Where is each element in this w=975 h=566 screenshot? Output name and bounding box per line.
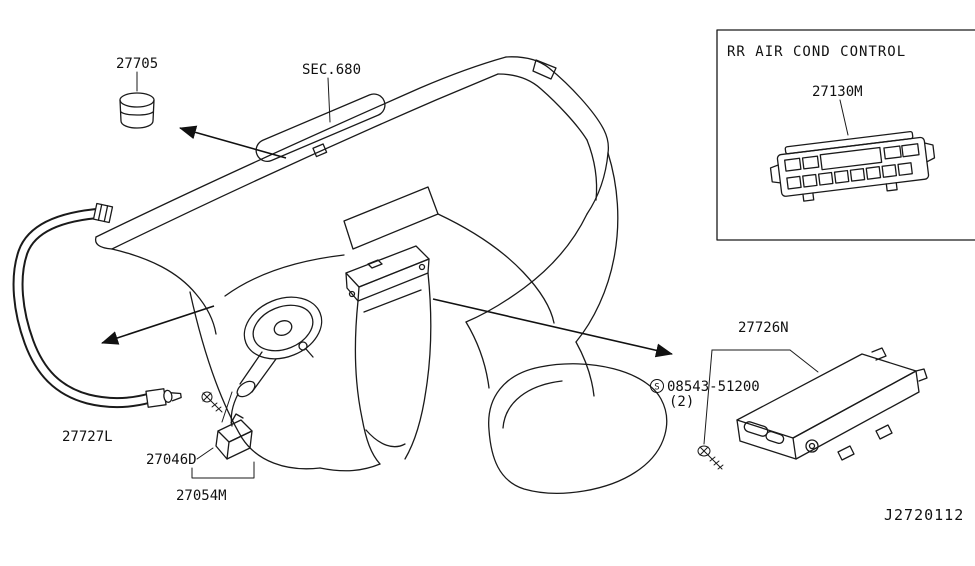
- label-27054M: 27054M: [176, 488, 227, 504]
- amplifier-27726N-drawing: [736, 347, 928, 461]
- leader-27046D: [196, 447, 214, 460]
- label-27726N: 27726N: [738, 320, 789, 336]
- label-27130M: 27130M: [812, 84, 863, 100]
- mount-tab-top: [871, 347, 887, 361]
- label-screw-part: 08543-51200: [667, 379, 760, 395]
- dash-top-inner-edge: [111, 73, 499, 250]
- pillar-clip: [532, 59, 557, 80]
- seat: [488, 363, 668, 494]
- sensor-mount-hole: [312, 143, 328, 158]
- screw-27046-drawing: [201, 391, 223, 413]
- screw-symbol-circle: [650, 379, 664, 393]
- defroster-vent: [255, 93, 386, 163]
- label-27727L: 27727L: [62, 429, 113, 445]
- a-pillar-outer: [505, 56, 610, 154]
- console-unit: [345, 245, 430, 302]
- dashboard-drawing: [94, 56, 668, 494]
- hose-27727L-drawing: [12, 202, 182, 409]
- bracket-27054M: [191, 461, 255, 479]
- screw-callout: S 08543-51200 (2): [650, 379, 760, 410]
- label-27705: 27705: [116, 56, 158, 72]
- arrow-to-27705: [179, 125, 287, 159]
- sensor-27046D-drawing: [215, 413, 253, 460]
- label-sec680: SEC.680: [302, 62, 361, 78]
- dash-left-end: [94, 236, 113, 250]
- location-arrows: [101, 125, 673, 358]
- hose-end-fitting-right: [145, 388, 182, 408]
- leader-27130M: [839, 99, 849, 136]
- steering-column: [239, 351, 263, 385]
- label-27046D: 27046D: [146, 452, 197, 468]
- screw-08543-drawing: [697, 445, 724, 470]
- diagram-id: J2720112: [884, 506, 964, 524]
- a-pillar-base: [586, 152, 609, 215]
- inset-title: RR AIR COND CONTROL: [727, 44, 906, 60]
- arrow-to-27727L: [101, 305, 215, 345]
- display-window: [819, 146, 883, 171]
- screw-symbol: S: [654, 383, 659, 393]
- dash-top-edge: [95, 56, 507, 238]
- rr-air-cond-inset-box: [716, 29, 975, 241]
- locator-line: [221, 391, 233, 423]
- hose-end-fitting-top: [92, 202, 114, 224]
- sensor-clip: [230, 413, 244, 424]
- control-unit-27130M-drawing: [769, 130, 936, 202]
- label-screw-qty: (2): [669, 394, 694, 410]
- leader-sec680: [327, 77, 331, 123]
- leader-lines: [136, 71, 849, 479]
- steering-wheel: [243, 296, 323, 360]
- center-stack: [343, 186, 439, 250]
- ignition-detail: [298, 341, 308, 351]
- mount-tab-right: [915, 368, 928, 382]
- cluster-hood: [224, 254, 345, 297]
- arrow-to-27726N: [432, 298, 673, 358]
- a-pillar-inner: [497, 73, 588, 141]
- part-27705-drawing: [119, 92, 155, 129]
- connector-slot-2: [765, 430, 785, 445]
- grommet-hole: [805, 439, 819, 453]
